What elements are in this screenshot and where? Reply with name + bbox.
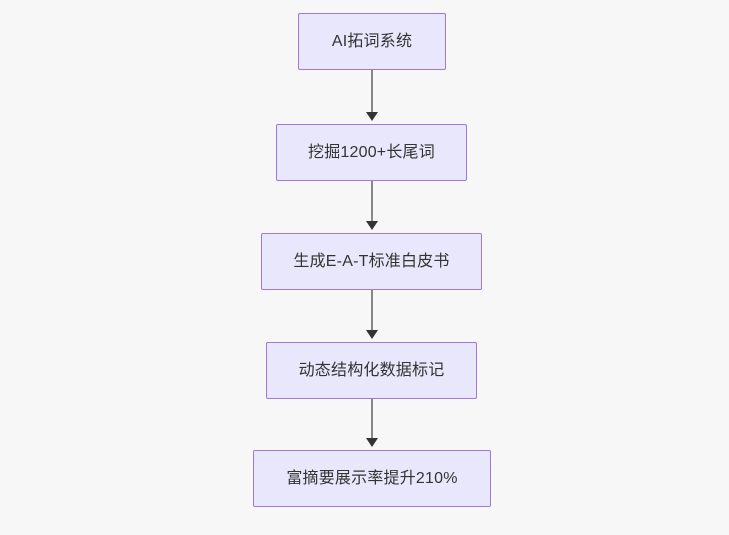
flow-edge-3 (371, 290, 373, 333)
flow-edge-4 (371, 399, 373, 441)
flow-edge-4-arrowhead (366, 438, 378, 447)
flow-node-label: 生成E-A-T标准白皮书 (293, 252, 450, 270)
flow-node-mine-longtail-keywords[interactable]: 挖掘1200+长尾词 (276, 124, 467, 181)
flow-node-label: 富摘要展示率提升210% (286, 469, 458, 487)
flow-node-ai-keyword-system[interactable]: AI拓词系统 (298, 13, 446, 70)
flow-node-dynamic-structured-data-markup[interactable]: 动态结构化数据标记 (266, 342, 477, 399)
flow-node-rich-snippet-impression-lift[interactable]: 富摘要展示率提升210% (253, 450, 491, 507)
flow-edge-3-arrowhead (366, 330, 378, 339)
flow-node-label: 动态结构化数据标记 (298, 361, 445, 379)
flow-edge-1-arrowhead (366, 112, 378, 121)
flow-node-label: 挖掘1200+长尾词 (308, 143, 435, 161)
flow-node-generate-eat-whitepaper[interactable]: 生成E-A-T标准白皮书 (261, 233, 482, 290)
flow-edge-2-arrowhead (366, 221, 378, 230)
flow-edge-1 (371, 70, 373, 115)
flow-node-label: AI拓词系统 (331, 32, 413, 50)
flow-edge-2 (371, 181, 373, 224)
